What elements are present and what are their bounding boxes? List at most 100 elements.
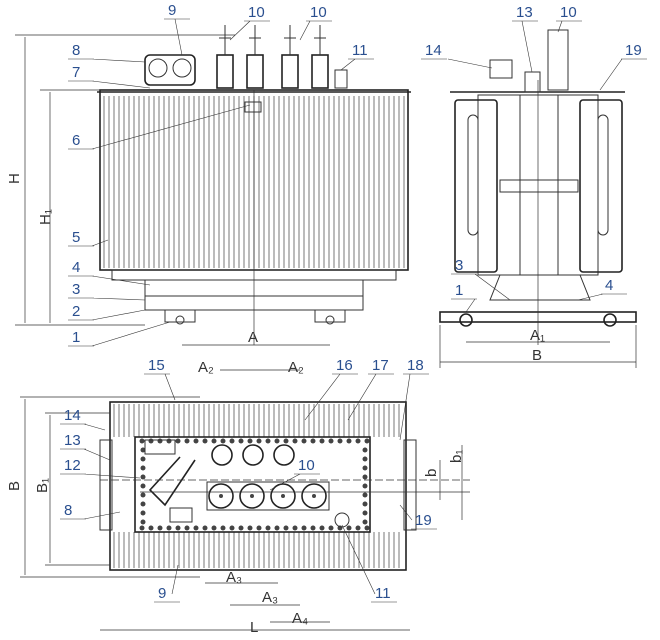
callout-label: 6: [72, 132, 80, 149]
bolt-hole: [346, 525, 352, 531]
dim-A: A: [248, 329, 258, 346]
callout-label: 15: [148, 357, 165, 374]
callout-label: 12: [64, 457, 81, 474]
bolt-hole: [256, 525, 262, 531]
bolt-hole: [319, 525, 325, 531]
leader-line: [451, 273, 511, 301]
bolt-hole: [256, 438, 262, 444]
leader-line: [60, 473, 141, 479]
lv-bushing: [270, 483, 296, 509]
callout-label: 10: [310, 4, 327, 21]
bolt-hole: [274, 438, 280, 444]
bolt-hole: [355, 525, 361, 531]
bolt-hole: [148, 438, 154, 444]
bolt-hole: [139, 438, 145, 444]
bolt-hole: [328, 525, 334, 531]
leader-line: [399, 504, 437, 530]
bolt-hole: [265, 438, 271, 444]
bolt-hole: [220, 438, 226, 444]
bolt-hole: [202, 438, 208, 444]
bolt-hole: [139, 525, 145, 531]
leader-line: [68, 321, 171, 347]
callout-label: 19: [415, 512, 432, 529]
bolt-hole: [265, 525, 271, 531]
callout-label: 16: [336, 357, 353, 374]
leader-line: [68, 297, 146, 301]
callout-label: 7: [72, 64, 80, 81]
bolt-hole: [301, 525, 307, 531]
lv-bushing: [239, 483, 265, 509]
bolt-hole: [220, 525, 226, 531]
callout-label: 8: [72, 42, 80, 59]
dim-A1: A₁: [530, 327, 545, 344]
leader-line: [68, 309, 146, 321]
bushing: [246, 54, 264, 89]
callout-label: 8: [64, 502, 72, 519]
bushing: [216, 54, 234, 89]
leader-line: [556, 20, 582, 33]
leader-line: [60, 423, 106, 431]
dim-A2-right: A₂: [288, 359, 304, 376]
leader-line: [68, 80, 151, 89]
bolt-hole: [166, 525, 172, 531]
leader-line: [68, 275, 151, 286]
bolt-hole: [274, 525, 280, 531]
leader-line: [304, 373, 358, 421]
bolt-hole: [283, 525, 289, 531]
bolt-hole: [157, 438, 163, 444]
bolt-hole: [238, 438, 244, 444]
dim-H1: H₁: [37, 209, 54, 225]
bolt-hole: [184, 438, 190, 444]
dim-A2-left: A₂: [198, 359, 214, 376]
callout-label: 10: [248, 4, 265, 21]
leader-line: [421, 58, 493, 69]
bolt-hole: [337, 438, 343, 444]
bolt-hole: [310, 438, 316, 444]
callout-label: 1: [72, 329, 80, 346]
bolt-hole: [292, 438, 298, 444]
dim-B-side: B: [532, 347, 542, 364]
bolt-hole: [175, 438, 181, 444]
leader-line: [229, 20, 270, 41]
bolt-hole: [292, 525, 298, 531]
leader-line: [269, 473, 320, 491]
bolt-hole: [175, 525, 181, 531]
callout-label: 18: [407, 357, 424, 374]
bolt-hole: [193, 438, 199, 444]
leader-line: [341, 524, 397, 603]
bolt-hole: [364, 525, 370, 531]
lv-bushing: [208, 483, 234, 509]
bolt-hole: [319, 438, 325, 444]
bolt-hole: [247, 525, 253, 531]
callout-label: 9: [158, 585, 166, 602]
callout-label: 14: [64, 407, 81, 424]
lv-bushing: [301, 483, 327, 509]
dim-A3-second: A₃: [262, 589, 278, 606]
bolt-hole: [310, 525, 316, 531]
callout-label: 4: [605, 277, 613, 294]
bolt-hole: [238, 525, 244, 531]
leader-line: [347, 373, 394, 421]
callout-label: 2: [72, 303, 80, 320]
callout-label: 1: [455, 282, 463, 299]
callout-label: 3: [455, 257, 463, 274]
callout-label: 5: [72, 229, 80, 246]
bolt-hole: [211, 525, 217, 531]
leader-line: [599, 58, 647, 91]
callout-label: 10: [298, 457, 315, 474]
leader-line: [451, 298, 477, 313]
leader-line: [399, 373, 429, 441]
bolt-hole: [184, 525, 190, 531]
dim-H: H: [6, 173, 23, 184]
dim-b1: b₁: [448, 450, 465, 463]
callout-label: 17: [372, 357, 389, 374]
callout-label: 13: [516, 4, 533, 21]
bolt-hole: [364, 438, 370, 444]
bolt-hole: [346, 438, 352, 444]
dim-L: L: [250, 619, 258, 636]
dim-b: b: [423, 469, 440, 477]
leader-line: [60, 448, 111, 461]
